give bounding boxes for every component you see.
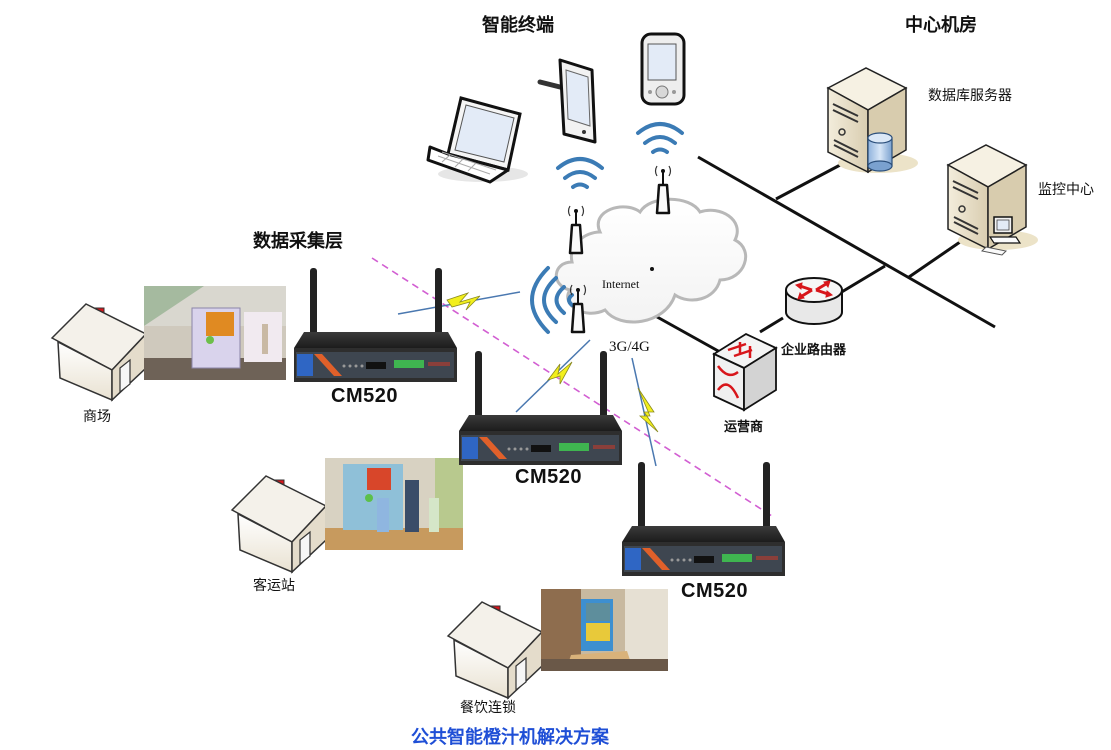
internet-cloud xyxy=(554,197,748,324)
enterprise-router-label: 企业路由器 xyxy=(781,343,847,358)
pda-icon xyxy=(640,32,686,106)
db-server-link xyxy=(775,162,843,201)
workstation-icon xyxy=(980,216,1022,256)
enterprise-router-icon xyxy=(785,277,843,325)
cm520-router-1 xyxy=(294,268,457,382)
backbone-line xyxy=(697,155,996,329)
solution-title: 公共智能橙汁机解决方案 xyxy=(411,727,609,748)
antenna-icon xyxy=(569,284,587,334)
wifi-icon xyxy=(556,157,604,189)
tablet-icon xyxy=(537,58,597,144)
site-label-station: 客运站 xyxy=(253,578,295,594)
link-type-label: 3G/4G xyxy=(609,339,650,355)
database-server-label: 数据库服务器 xyxy=(928,88,1012,104)
lightning-icon xyxy=(637,387,659,433)
cm520-router-3 xyxy=(622,462,785,576)
router-backbone-link xyxy=(839,264,886,295)
router-model-label: CM520 xyxy=(331,385,398,407)
database-server-icon xyxy=(826,67,918,174)
operator-switch-icon xyxy=(712,332,778,412)
wireless-link xyxy=(397,291,521,315)
section-title-smart-terminals: 智能终端 xyxy=(482,15,554,36)
wireless-link xyxy=(515,339,591,413)
wifi-icon xyxy=(636,122,684,154)
lightning-icon xyxy=(546,361,573,385)
site-label-mall: 商场 xyxy=(83,409,111,425)
router-operator-link xyxy=(759,316,784,334)
monitoring-server-icon xyxy=(946,144,1038,256)
laptop-icon xyxy=(426,96,528,184)
house-icon xyxy=(446,601,544,700)
central-network-lines xyxy=(649,155,996,354)
router-model-label: CM520 xyxy=(681,580,748,602)
antenna-icon xyxy=(654,165,672,215)
station-juice-machine-photo xyxy=(325,458,463,550)
site-label-restaurant: 餐饮连锁 xyxy=(460,700,516,716)
wireless-link xyxy=(631,357,659,467)
section-title-data-collection-layer: 数据采集层 xyxy=(253,231,343,252)
database-cylinder-icon xyxy=(867,132,893,172)
layer-divider-dashed-line xyxy=(371,257,776,519)
internet-label: Internet xyxy=(602,277,640,291)
monitoring-center-label: 监控中心 xyxy=(1038,182,1094,198)
house-icon xyxy=(50,303,148,402)
restaurant-juice-machine-photo xyxy=(541,589,668,671)
house-icon xyxy=(230,475,328,574)
section-title-central-room: 中心机房 xyxy=(905,15,977,36)
cm520-router-2 xyxy=(459,351,622,465)
operator-label: 运营商 xyxy=(724,420,764,435)
wifi-icon xyxy=(530,266,574,334)
lightning-icon xyxy=(446,292,481,311)
mall-juice-machine-photo xyxy=(144,286,286,380)
antenna-icon xyxy=(567,205,585,255)
cloud-operator-link xyxy=(649,311,721,354)
monitor-link xyxy=(908,240,961,279)
router-model-label: CM520 xyxy=(515,466,582,488)
